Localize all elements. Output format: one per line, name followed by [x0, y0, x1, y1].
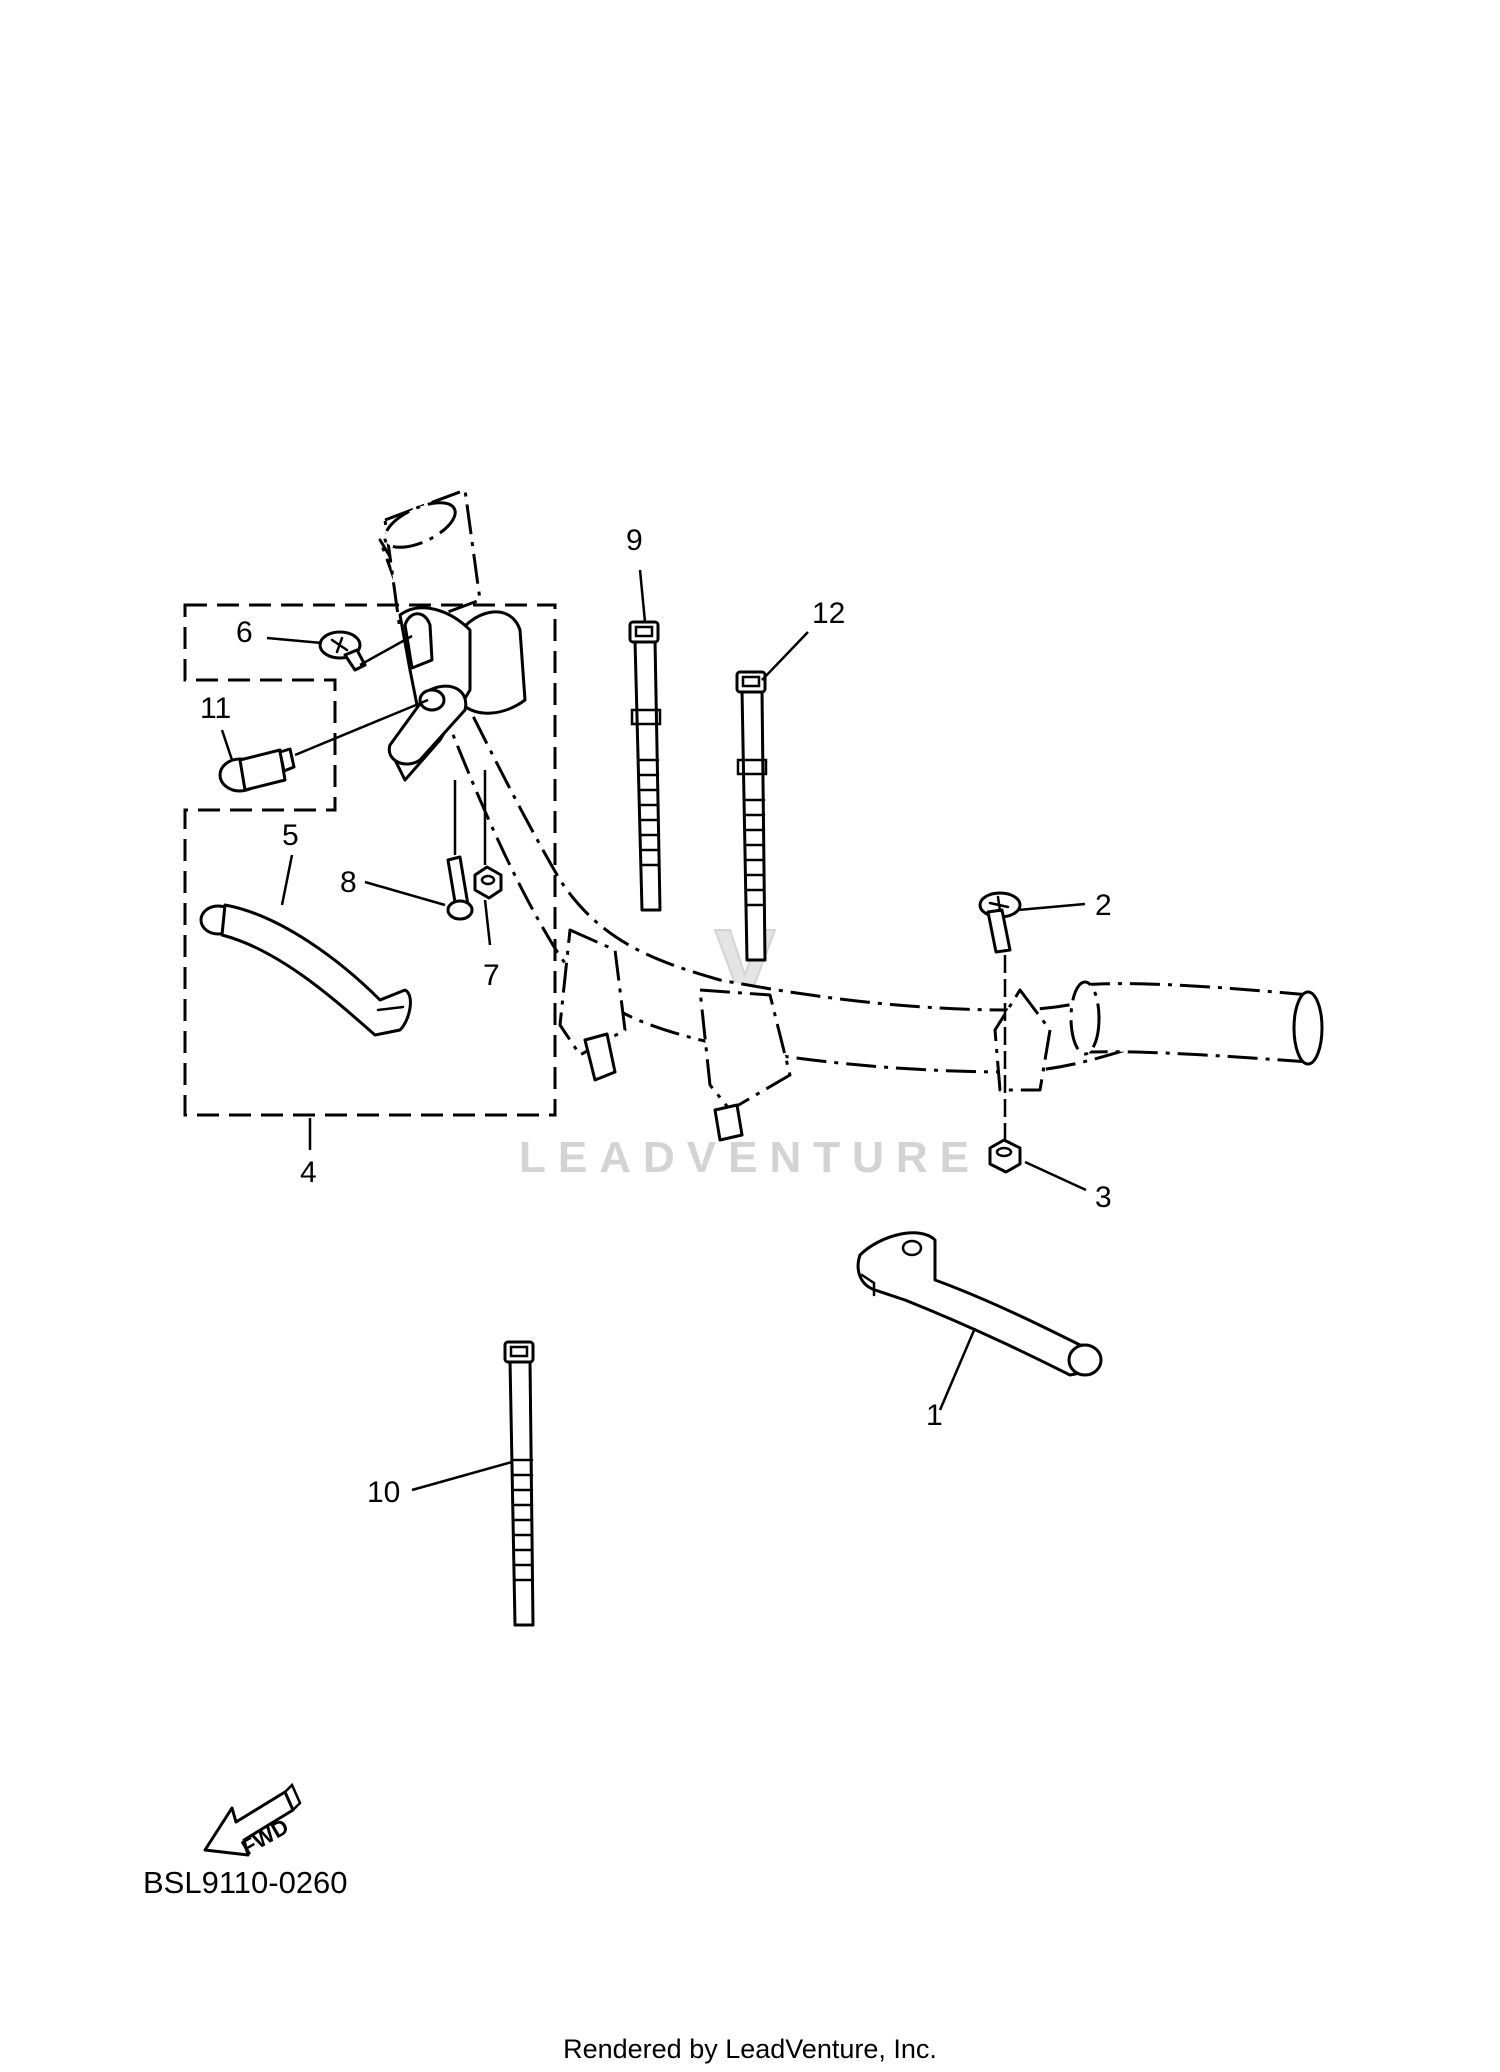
- callout-3: 3: [1095, 1181, 1112, 1214]
- callout-1: 1: [926, 1399, 943, 1432]
- handlebar: [378, 488, 1324, 1142]
- part-1-lever: [856, 1231, 1103, 1377]
- part-10-cable-tie: [503, 1340, 535, 1627]
- callout-8: 8: [340, 866, 357, 899]
- callouts: 1 2 3 4 5 6 7 8 9 10 11 12: [200, 524, 1112, 1509]
- part-6-screw: [318, 630, 367, 672]
- fwd-arrow-icon: FWD: [203, 1782, 302, 1860]
- part-3-nut: [988, 1138, 1022, 1174]
- part-11-adjuster: [218, 747, 296, 793]
- callout-10: 10: [367, 1476, 400, 1509]
- part-5-lever: [199, 903, 412, 1037]
- part-8-bolt: [446, 855, 474, 921]
- render-credit: Rendered by LeadVenture, Inc.: [563, 2034, 937, 2064]
- callout-11: 11: [200, 692, 231, 725]
- assembly-lines: [294, 634, 1007, 1140]
- callout-5: 5: [282, 819, 299, 852]
- callout-7: 7: [483, 959, 500, 992]
- lever-holder-assembly: [387, 606, 527, 782]
- part-12-cable-tie: [735, 670, 768, 962]
- part-2-pivot-bolt: [978, 891, 1022, 954]
- part-7-nut: [473, 865, 503, 900]
- callout-leaders: [220, 569, 1087, 1492]
- callout-6: 6: [236, 616, 253, 649]
- diagram-code: BSL9110-0260: [143, 1865, 348, 1900]
- watermark-text: LEADVENTURE: [519, 1133, 981, 1182]
- callout-12: 12: [812, 597, 845, 630]
- callout-2: 2: [1095, 889, 1112, 922]
- callout-9: 9: [626, 524, 643, 557]
- assembly-4-boundary: [183, 603, 557, 1117]
- callout-4: 4: [300, 1156, 317, 1189]
- part-9-cable-tie: [628, 620, 662, 912]
